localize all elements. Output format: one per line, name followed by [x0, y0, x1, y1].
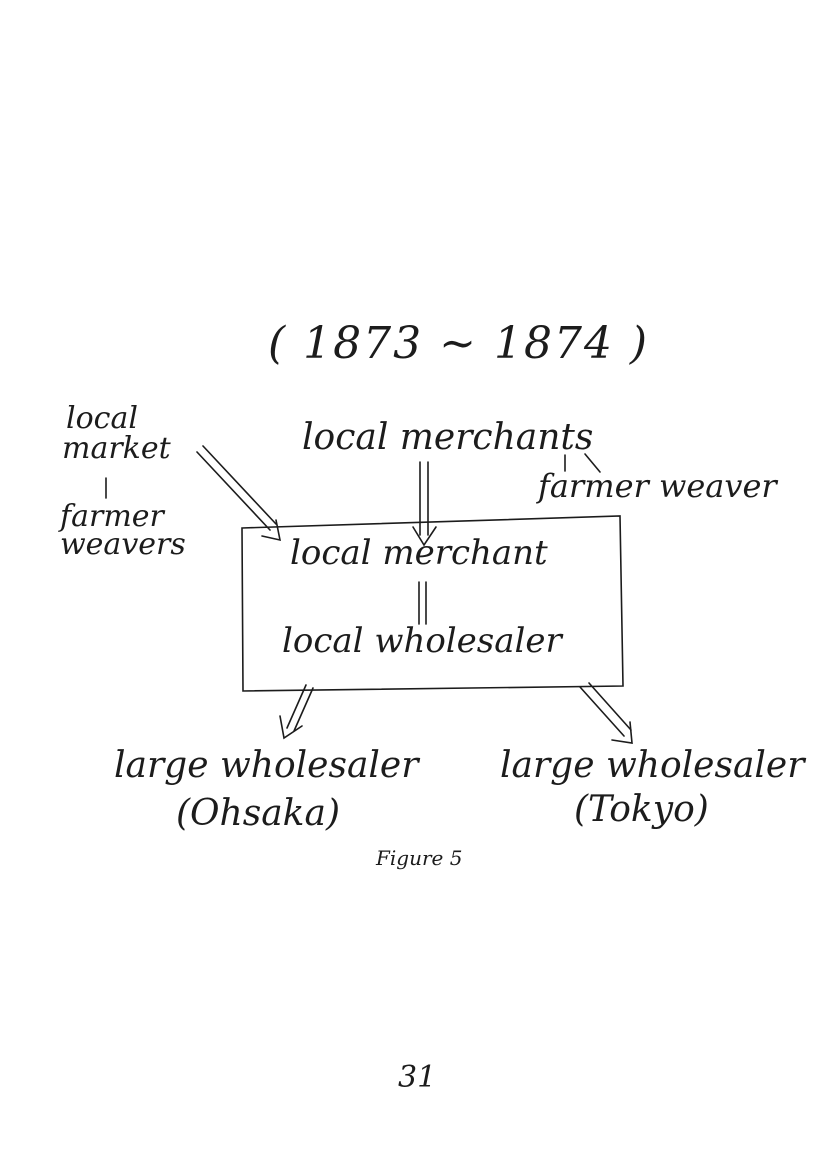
figure-caption: Figure 5 — [376, 846, 463, 870]
link-merchants-to-farmer-weaver — [564, 453, 601, 473]
period-title: ( 1873 ~ 1874 ) — [268, 318, 650, 369]
farmer-weavers-line2: weavers — [60, 527, 186, 562]
arrow-box-to-ohsaka — [279, 684, 314, 740]
box-local-merchant: local merchant — [290, 533, 548, 573]
ohsaka-wholesaler-line1: large wholesaler — [114, 745, 419, 786]
local-market-line1: local — [66, 401, 138, 436]
ohsaka-wholesaler-line2: (Ohsaka) — [176, 793, 341, 834]
page-number: 31 — [398, 1060, 437, 1095]
arrow-box-to-tokyo — [579, 682, 633, 744]
arrow-merchants-to-box — [412, 461, 437, 547]
farmer-weaver-label: farmer weaver — [538, 467, 777, 505]
local-market-line2: market — [62, 431, 171, 466]
tokyo-wholesaler-line2: (Tokyo) — [574, 789, 709, 830]
local-merchants-label: local merchants — [302, 417, 594, 458]
link-merchant-to-wholesaler — [418, 581, 427, 625]
box-local-wholesaler: local wholesaler — [282, 621, 562, 661]
intermediary-box — [241, 515, 624, 692]
arrow-market-to-box — [196, 445, 282, 542]
tokyo-wholesaler-line1: large wholesaler — [500, 745, 805, 786]
farmer-weavers-line1: farmer — [60, 499, 164, 534]
